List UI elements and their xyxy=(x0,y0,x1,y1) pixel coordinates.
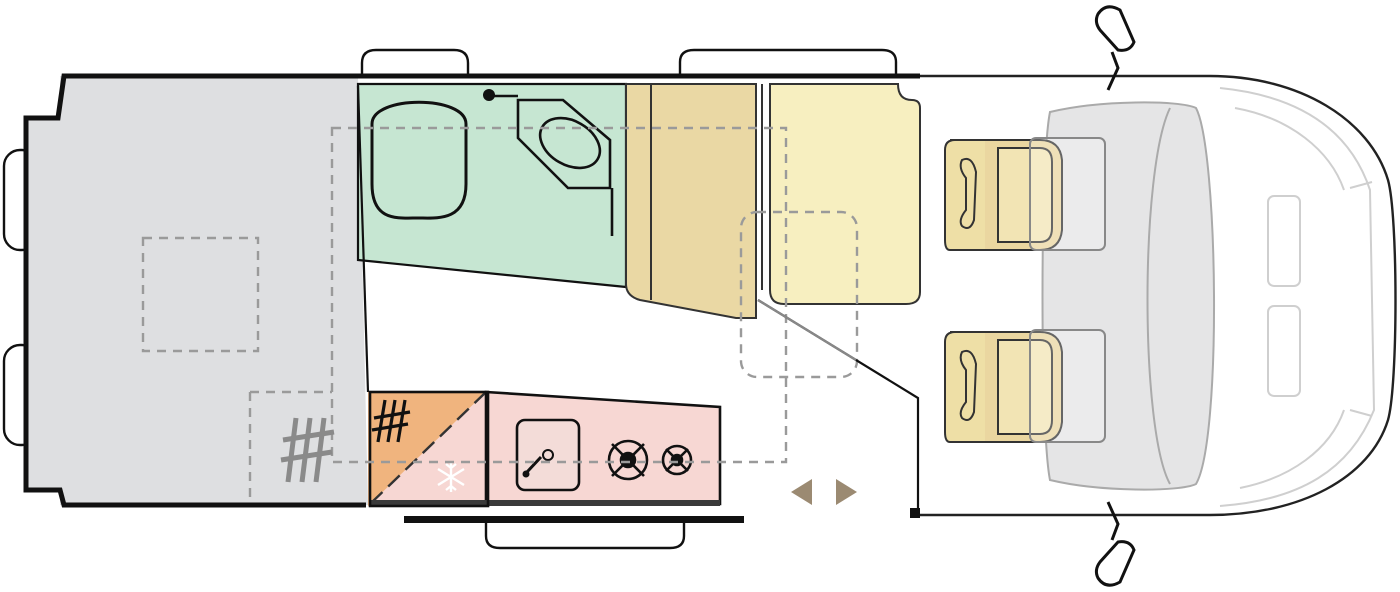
snowflake-icon xyxy=(437,462,465,492)
dashboard xyxy=(1041,101,1215,491)
entrance-frame xyxy=(757,299,920,512)
sink-icon xyxy=(515,418,581,492)
side-mirror-top xyxy=(1094,5,1136,91)
gas-burner-icon xyxy=(607,439,693,481)
seat-overlay-outline xyxy=(248,390,332,505)
heater-symbol-icon xyxy=(371,399,411,443)
body-outline-wall xyxy=(23,73,400,508)
side-mirror-bottom xyxy=(1094,501,1136,587)
window-washroom xyxy=(360,48,470,79)
lounge-seat-front xyxy=(769,83,921,305)
wash-basin-icon xyxy=(483,89,614,236)
cab-seat-passenger xyxy=(944,329,1106,443)
window-lounge xyxy=(678,48,898,79)
drop-down-bed-outline xyxy=(330,126,788,464)
rear-bed xyxy=(26,76,368,505)
lounge-seat-rear xyxy=(625,83,757,319)
cab-seat-driver xyxy=(944,137,1106,251)
window-kitchen xyxy=(484,523,686,550)
toilet-icon xyxy=(370,100,468,220)
table-overlay xyxy=(739,210,859,379)
heater-symbol-rear-icon xyxy=(280,417,335,483)
washroom xyxy=(356,82,628,289)
cab-outline xyxy=(920,74,1397,517)
slide-door-arrows-icon xyxy=(791,479,857,505)
